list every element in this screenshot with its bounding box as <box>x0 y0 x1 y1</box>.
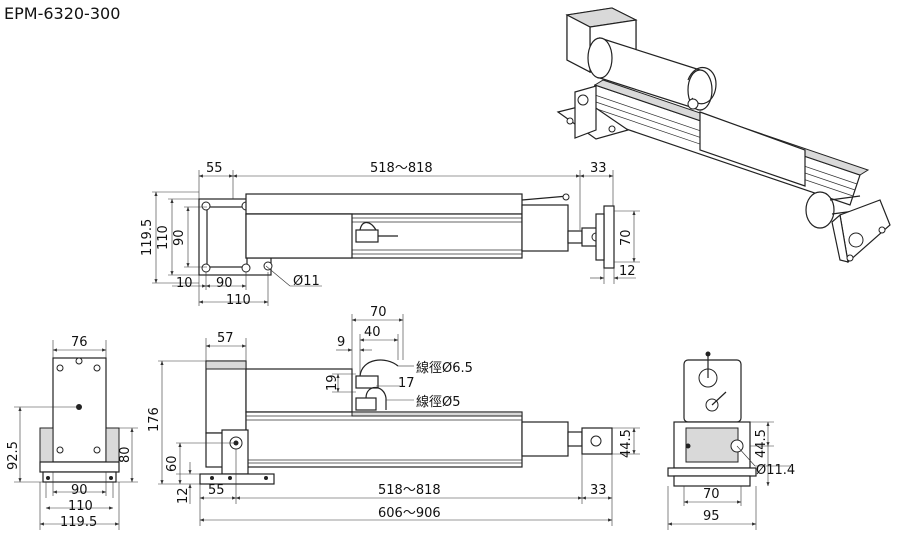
top-dim-10: 10 <box>176 276 193 291</box>
left-end-view: 76 92.5 80 90 110 119.5 <box>6 335 138 530</box>
left-dim-76: 76 <box>71 335 88 350</box>
top-dim-12: 12 <box>619 264 636 279</box>
side-dim-40: 40 <box>364 325 381 340</box>
right-dim-70: 70 <box>703 487 720 502</box>
side-dim-33: 33 <box>590 483 607 498</box>
side-dim-70: 70 <box>370 305 387 320</box>
isometric-view <box>556 7 891 264</box>
top-dim-70: 70 <box>619 229 634 246</box>
top-view: 55 518～818 33 119.5 110 90 10 90 110 Ø11 <box>140 161 640 308</box>
side-dim-12: 12 <box>176 487 191 504</box>
side-dim-44-5: 44.5 <box>619 429 634 458</box>
right-dim-hole: Ø11.4 <box>756 463 795 478</box>
left-dim-110: 110 <box>68 499 93 514</box>
side-dim-19: 19 <box>325 374 340 391</box>
left-dim-90: 90 <box>71 483 88 498</box>
side-cable-label-2: 線徑Ø5 <box>416 394 461 410</box>
side-dim-stroke: 518～818 <box>378 483 441 498</box>
right-dim-95: 95 <box>703 509 720 524</box>
side-dim-55: 55 <box>208 483 225 498</box>
top-dim-90: 90 <box>172 229 187 246</box>
top-dim-55: 55 <box>206 161 223 176</box>
side-dim-57: 57 <box>217 331 234 346</box>
drawing-title: EPM-6320-300 <box>4 4 120 23</box>
side-dim-17: 17 <box>398 376 415 391</box>
side-dim-176: 176 <box>147 407 162 432</box>
top-dim-bottom-90: 90 <box>216 276 233 291</box>
side-cable-label-1: 線徑Ø6.5 <box>416 360 473 376</box>
top-dim-hole: Ø11 <box>293 274 320 289</box>
right-dim-44-5: 44.5 <box>754 429 769 458</box>
top-dim-bottom-110: 110 <box>226 293 251 308</box>
top-dim-stroke: 518～818 <box>370 161 433 176</box>
top-dim-33: 33 <box>590 161 607 176</box>
left-dim-92-5: 92.5 <box>6 441 21 470</box>
right-end-view: 44.5 Ø11.4 70 95 <box>667 351 795 530</box>
top-dim-119-5: 119.5 <box>140 219 155 256</box>
side-dim-60: 60 <box>165 455 180 472</box>
side-view: 57 70 40 9 19 17 線徑Ø6.5 線徑Ø5 176 60 12 <box>147 305 640 526</box>
left-dim-80: 80 <box>118 446 133 463</box>
left-dim-119-5: 119.5 <box>60 515 97 530</box>
side-dim-overall: 606～906 <box>378 506 441 521</box>
side-dim-9: 9 <box>337 335 345 350</box>
top-dim-110: 110 <box>156 225 171 250</box>
